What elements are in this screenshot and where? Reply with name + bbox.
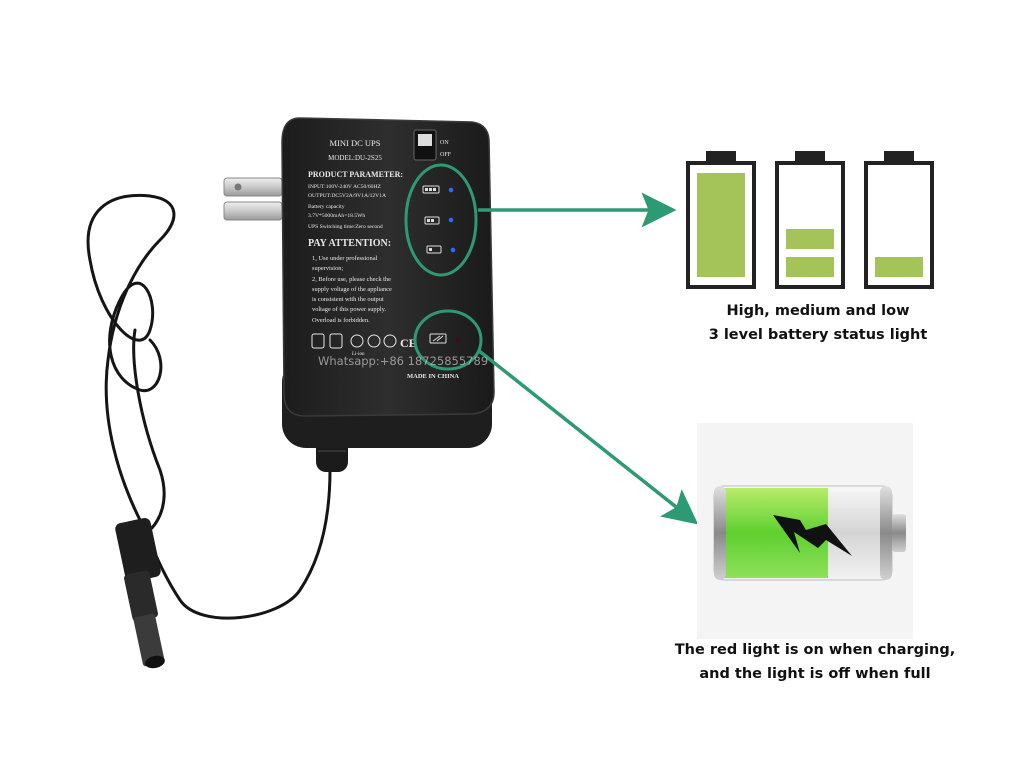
arrow-to-charging-battery — [476, 348, 699, 525]
svg-text:MINI DC UPS: MINI DC UPS — [329, 138, 380, 148]
dc-barrel-plug — [115, 518, 165, 669]
svg-text:Overload is forbidden.: Overload is forbidden. — [312, 317, 370, 324]
battery-medium-icon — [775, 151, 845, 289]
svg-text:MADE IN CHINA: MADE IN CHINA — [407, 373, 459, 380]
svg-text:3.7V*5000mAh=18.5Wh: 3.7V*5000mAh=18.5Wh — [308, 213, 365, 219]
svg-text:1, Use under professional: 1, Use under professional — [312, 255, 378, 262]
battery-fill-segment — [875, 257, 923, 277]
charging-caption-line2: and the light is off when full — [699, 666, 931, 682]
charging-caption-line1: The red light is on when charging, — [674, 642, 956, 658]
svg-text:Battery capacity: Battery capacity — [308, 204, 345, 210]
svg-text:is consistent with the output: is consistent with the output — [312, 296, 384, 303]
battery-fill-segment — [786, 257, 834, 277]
battery-status-leds — [422, 185, 461, 344]
svg-text:voltage of this power supply.: voltage of this power supply. — [312, 306, 386, 313]
led-high — [448, 187, 454, 193]
battery-levels-caption-line2: 3 level battery status light — [708, 327, 928, 343]
power-cable — [86, 193, 332, 620]
svg-text:supervision;: supervision; — [312, 265, 343, 272]
certification-icons — [311, 333, 397, 349]
svg-text:OUTPUT:DC5V2A/9V1A/12V1A: OUTPUT:DC5V2A/9V1A/12V1A — [308, 193, 386, 199]
led-low — [450, 247, 456, 253]
svg-text:MODEL:DU-2S25: MODEL:DU-2S25 — [328, 154, 382, 162]
battery-level-icons — [686, 151, 934, 289]
battery-levels-caption-line1: High, medium and low — [726, 303, 910, 319]
watermark: Whatsapp:+86 18725855789 — [318, 354, 488, 368]
charging-battery-image — [697, 423, 913, 639]
led-charging — [455, 337, 461, 343]
svg-text:UPS Switching time:Zero second: UPS Switching time:Zero second — [308, 224, 383, 230]
ce-mark: CE — [400, 336, 417, 350]
charging-caption: The red light is on when charging, and t… — [660, 638, 970, 686]
svg-text:supply voltage of the applianc: supply voltage of the appliance — [312, 286, 392, 293]
leds-highlight-ellipse — [404, 163, 478, 277]
ups-adapter-body — [281, 117, 495, 448]
lightning-icon — [773, 515, 852, 556]
battery-fill-segment — [786, 229, 834, 249]
svg-text:ON: ON — [440, 140, 449, 146]
svg-text:2, Before use, please check th: 2, Before use, please check the — [312, 276, 391, 283]
charging-led-highlight-ellipse — [413, 309, 483, 371]
battery-high-icon — [686, 151, 756, 289]
svg-text:OFF: OFF — [440, 152, 452, 158]
svg-text:PRODUCT PARAMETER:: PRODUCT PARAMETER: — [308, 170, 403, 179]
svg-text:PAY ATTENTION:: PAY ATTENTION: — [308, 238, 391, 249]
plug-prongs — [223, 177, 283, 221]
led-medium — [448, 217, 454, 223]
svg-text:Li-ion: Li-ion — [352, 352, 365, 357]
battery-fill — [697, 173, 745, 277]
battery-low-icon — [864, 151, 934, 289]
svg-text:INPUT:100V-240V AC50/60HZ: INPUT:100V-240V AC50/60HZ — [308, 184, 381, 190]
device-label: MINI DC UPS MODEL:DU-2S25 ON OFF PRODUCT… — [308, 138, 459, 380]
battery-levels-caption: High, medium and low 3 level battery sta… — [680, 299, 956, 347]
